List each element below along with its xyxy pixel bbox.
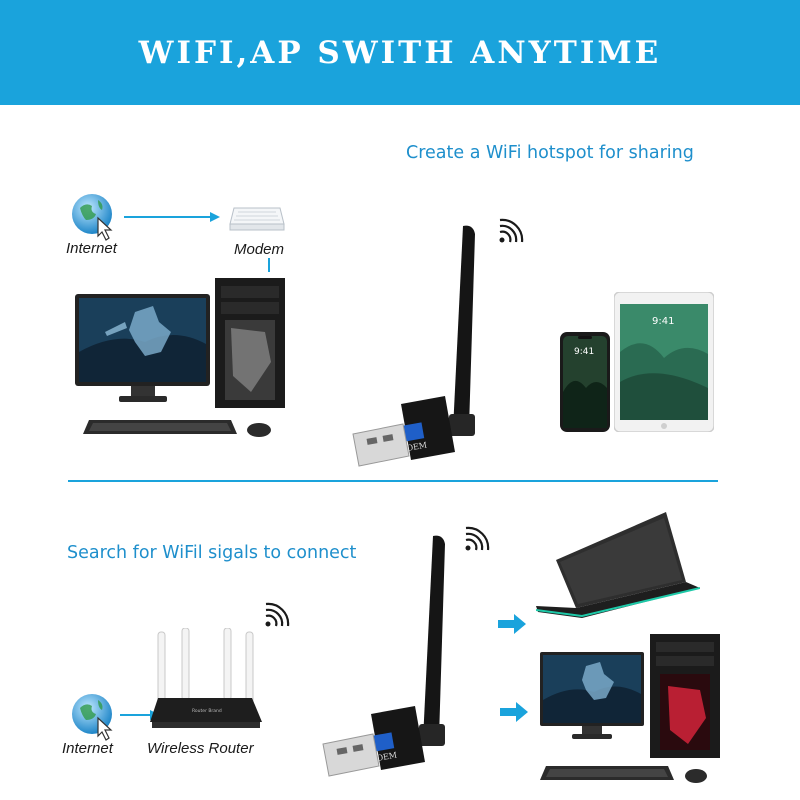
modem-image [229, 207, 285, 231]
globe-cursor-icon [72, 194, 113, 241]
adapter-brand: OEM [406, 441, 428, 453]
internet-label-top: Internet [66, 240, 117, 257]
wifi-signal-icon [499, 218, 524, 243]
arrow-icon [500, 702, 528, 722]
header-banner: WIFI,AP SWITH ANYTIME [0, 0, 800, 105]
router-label: Wireless Router [147, 740, 254, 757]
tablet-image: 9:41 [614, 292, 714, 432]
desktop-pc-image [75, 278, 285, 437]
adapter-brand: OEM [376, 751, 398, 763]
banner-title: WIFI,AP SWITH ANYTIME [138, 34, 662, 71]
globe-cursor-icon [72, 694, 113, 741]
search-caption: Search for WiFil sigals to connect [67, 543, 357, 563]
wireless-router-image: Router Brand [150, 628, 262, 728]
usb-wifi-adapter-image: OEM [322, 535, 445, 777]
router-brand: Router Brand [192, 708, 222, 714]
internet-label-bottom: Internet [62, 740, 113, 757]
usb-wifi-adapter-image: OEM [352, 225, 475, 467]
connector-line [268, 258, 270, 272]
section-divider [68, 480, 718, 482]
wifi-signal-icon [465, 526, 490, 551]
hotspot-caption: Create a WiFi hotspot for sharing [406, 143, 694, 163]
laptop-image [536, 512, 700, 618]
arrow-icon [124, 212, 220, 222]
smartphone-image: 9:41 [560, 332, 610, 432]
phone-time: 9:41 [574, 347, 594, 357]
desktop-pc-image [540, 634, 720, 783]
tablet-time: 9:41 [652, 316, 674, 327]
wifi-signal-icon [265, 602, 290, 627]
modem-label: Modem [234, 241, 285, 258]
arrow-icon [498, 614, 526, 634]
